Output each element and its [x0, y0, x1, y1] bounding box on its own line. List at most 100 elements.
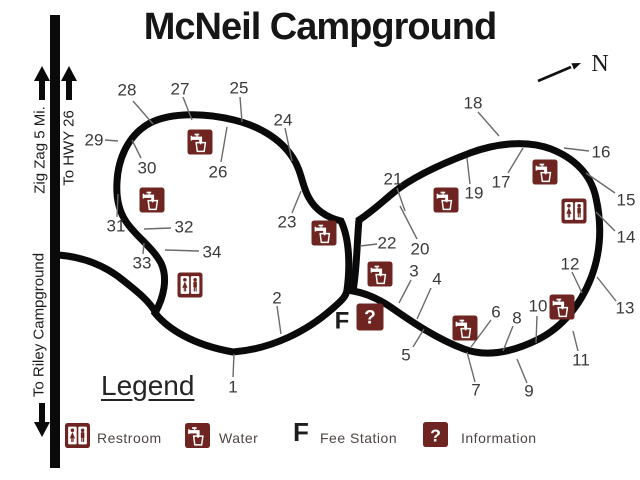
down-arrow-icon	[34, 403, 50, 437]
site-leader-25	[239, 96, 243, 123]
water-icon	[187, 129, 213, 155]
site-leader-15	[585, 172, 616, 194]
site-label-29: 29	[85, 131, 104, 150]
fee-station-marker: F	[335, 308, 350, 335]
site-leader-1	[232, 353, 235, 378]
site-leader-26	[220, 126, 228, 163]
legend-restroom-label: Restroom	[97, 430, 162, 446]
site-leader-17	[507, 147, 524, 174]
site-label-27: 27	[171, 80, 190, 99]
site-leader-6	[470, 319, 492, 348]
site-label-20: 20	[411, 240, 430, 259]
restroom-icon	[65, 423, 90, 448]
site-label-2: 2	[272, 289, 281, 308]
site-label-17: 17	[492, 173, 511, 192]
site-label-22: 22	[378, 234, 397, 253]
site-leader-22	[359, 243, 378, 247]
site-leader-lines	[104, 96, 617, 384]
site-label-16: 16	[592, 143, 611, 162]
site-label-18: 18	[464, 94, 483, 113]
information-icon	[423, 422, 448, 447]
site-label-32: 32	[175, 218, 194, 237]
site-leader-14	[595, 211, 616, 232]
site-label-26: 26	[209, 163, 228, 182]
info-icon	[356, 303, 384, 331]
site-label-13: 13	[616, 299, 635, 318]
site-label-31: 31	[107, 217, 126, 236]
site-label-14: 14	[617, 228, 636, 247]
site-leader-27	[182, 96, 193, 121]
site-label-9: 9	[524, 382, 533, 401]
legend-fee-label: Fee Station	[320, 430, 398, 446]
site-leader-21	[396, 187, 406, 212]
site-leader-3	[398, 279, 412, 304]
site-label-25: 25	[230, 79, 249, 98]
site-leader-5	[412, 328, 425, 348]
legend-title: Legend	[101, 370, 195, 401]
site-leader-7	[466, 351, 476, 383]
site-leader-24	[284, 127, 293, 162]
site-label-19: 19	[465, 184, 484, 203]
site-label-12: 12	[561, 255, 580, 274]
up-arrow-icon	[61, 66, 77, 100]
site-leader-23	[291, 190, 302, 214]
site-label-34: 34	[203, 243, 222, 262]
restroom-icon	[561, 198, 587, 224]
legend-information-label: Information	[461, 430, 537, 446]
site-leader-18	[477, 111, 500, 137]
north-label: N	[591, 51, 608, 77]
site-leader-30	[131, 139, 142, 159]
site-leader-8	[502, 325, 514, 352]
site-label-24: 24	[274, 111, 293, 130]
water-icon	[311, 220, 337, 246]
water-icon	[367, 261, 393, 287]
site-label-10: 10	[529, 297, 548, 316]
site-label-6: 6	[491, 303, 500, 322]
site-label-11: 11	[572, 351, 590, 370]
site-leader-34	[164, 249, 200, 252]
site-leader-19	[466, 157, 471, 185]
site-label-3: 3	[409, 262, 418, 281]
site-label-1: 1	[228, 378, 237, 397]
fee-station-icon: F	[293, 417, 309, 447]
up-arrow-icon	[34, 66, 50, 100]
road-entrance-spur	[54, 251, 160, 317]
site-leader-13	[596, 276, 617, 302]
site-leader-16	[563, 147, 590, 152]
north-arrow-icon	[537, 63, 581, 83]
water-icon	[532, 159, 558, 185]
site-label-23: 23	[278, 213, 297, 232]
site-leader-28	[132, 100, 154, 125]
annotations: N	[34, 51, 609, 437]
site-leader-32	[143, 227, 172, 230]
site-label-28: 28	[118, 81, 137, 100]
site-label-7: 7	[471, 381, 480, 400]
restroom-icon	[177, 272, 203, 298]
site-leader-12	[571, 271, 583, 294]
site-leader-33	[142, 242, 145, 255]
water-icon	[139, 187, 165, 213]
site-label-5: 5	[401, 346, 410, 365]
legend-water-label: Water	[219, 430, 259, 446]
road-right-loop	[348, 140, 604, 357]
water-icon	[549, 294, 575, 320]
site-label-21: 21	[384, 170, 403, 189]
site-label-8: 8	[512, 309, 521, 328]
water-icon	[185, 423, 210, 448]
site-leader-31	[116, 193, 119, 218]
site-label-15: 15	[617, 191, 636, 210]
water-icon	[433, 187, 459, 213]
site-leader-20	[399, 205, 418, 240]
site-label-33: 33	[133, 254, 152, 273]
site-leader-2	[276, 305, 282, 335]
site-label-30: 30	[138, 159, 157, 178]
site-leader-10	[535, 315, 538, 344]
facility-icons: F	[139, 129, 587, 341]
page-title: McNeil Campground	[143, 6, 497, 48]
site-label-4: 4	[432, 270, 441, 289]
site-leader-4	[416, 287, 432, 320]
site-leader-29	[104, 139, 119, 142]
